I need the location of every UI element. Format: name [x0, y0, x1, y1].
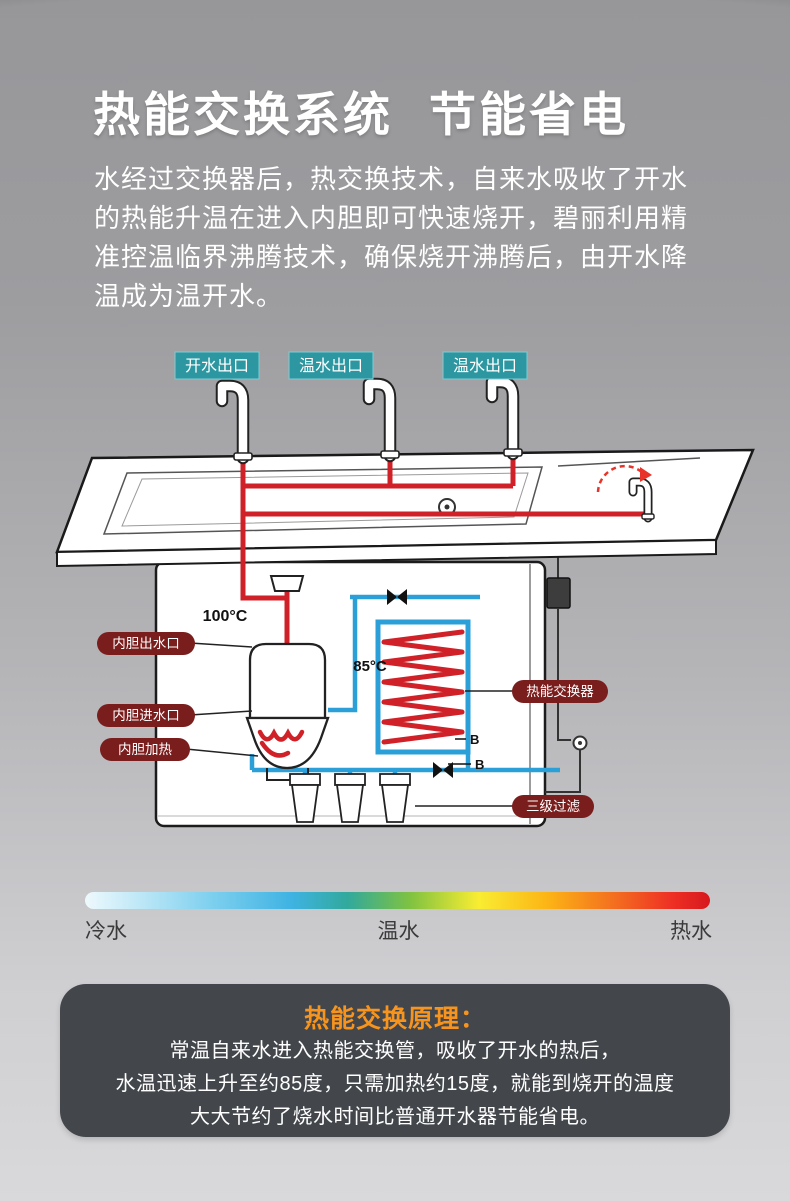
faucet	[485, 375, 523, 461]
svg-text:温水出口: 温水出口	[299, 357, 363, 375]
temperature-legend: 冷水 温水 热水	[85, 915, 712, 945]
principle-line-2: 水温迅速上升至约85度，只需加热约15度，就能到烧开的温度	[115, 1073, 675, 1095]
legend-hot: 热水	[670, 920, 712, 943]
svg-text:内胆加热: 内胆加热	[118, 742, 172, 757]
svg-text:内胆出水口: 内胆出水口	[112, 636, 180, 651]
outlet-label-boiling: 开水出口	[174, 351, 260, 380]
inner-tank	[245, 642, 330, 781]
temp-100c: 100°C	[203, 608, 248, 625]
heat-exchanger-coil	[375, 619, 471, 755]
valve-icon	[433, 762, 453, 778]
label-tank-inlet: 内胆进水口	[97, 704, 195, 727]
filter-cartridge	[379, 773, 411, 823]
label-three-stage-filter: 三级过滤	[512, 795, 594, 818]
side-faucet	[628, 477, 655, 523]
title-sub: 节能省电	[429, 88, 629, 141]
rotation-arrow-icon	[596, 464, 644, 493]
legend-warm: 温水	[377, 920, 420, 943]
principle-panel: 热能交换原理： 常温自来水进入热能交换管，吸收了开水的热后， 水温迅速上升至约8…	[60, 984, 730, 1137]
label-heat-exchanger: 热能交换器	[512, 680, 608, 703]
label-tank-heater: 内胆加热	[100, 738, 190, 761]
marker-b1: B	[470, 732, 479, 747]
outlet-label-warm-1: 温水出口	[288, 351, 374, 380]
junction-box	[546, 577, 571, 609]
page-title: 热能交换系统节能省电	[93, 76, 629, 145]
rotation-arrowhead-icon	[640, 467, 652, 482]
pipe-fitting	[269, 575, 305, 592]
svg-text:温水出口: 温水出口	[453, 357, 517, 375]
valve-icon	[387, 589, 407, 605]
svg-text:开水出口: 开水出口	[185, 357, 249, 375]
outlet-label-warm-2: 温水出口	[442, 351, 528, 380]
temp-85c: 85°C	[353, 658, 387, 675]
label-tank-outlet: 内胆出水口	[97, 632, 195, 655]
marker-b2: B	[475, 757, 484, 772]
svg-text:热能交换器: 热能交换器	[526, 683, 594, 699]
svg-text:内胆进水口: 内胆进水口	[112, 708, 180, 723]
heat-exchange-diagram: 开水出口 温水出口 温水出口 100°C 85°C B B 内胆出水口	[0, 340, 790, 888]
top-vignette	[0, 0, 790, 72]
counter-sink	[55, 448, 755, 568]
filter-cartridge	[289, 773, 321, 823]
intro-text: 水经过交换器后，热交换技术，自来水吸收了开水的热能升温在进入内胆即可快速烧开，碧…	[94, 164, 689, 311]
heating-element	[257, 728, 305, 742]
principle-title: 热能交换原理：	[303, 1005, 486, 1033]
principle-line-1: 常温自来水进入热能交换管，吸收了开水的热后，	[169, 1040, 621, 1062]
filter-cartridge	[334, 773, 366, 823]
temperature-gradient-bar	[85, 892, 710, 909]
svg-text:三级过滤: 三级过滤	[526, 799, 580, 814]
title-main: 热能交换系统	[93, 88, 393, 141]
faucet	[362, 377, 400, 463]
diagram-canvas: 开水出口 温水出口 温水出口 100°C 85°C B B 内胆出水口	[55, 351, 755, 828]
legend-cold: 冷水	[85, 920, 127, 943]
faucet	[215, 379, 253, 465]
principle-line-3: 大大节约了烧水时间比普通开水器节能省电。	[190, 1106, 600, 1128]
